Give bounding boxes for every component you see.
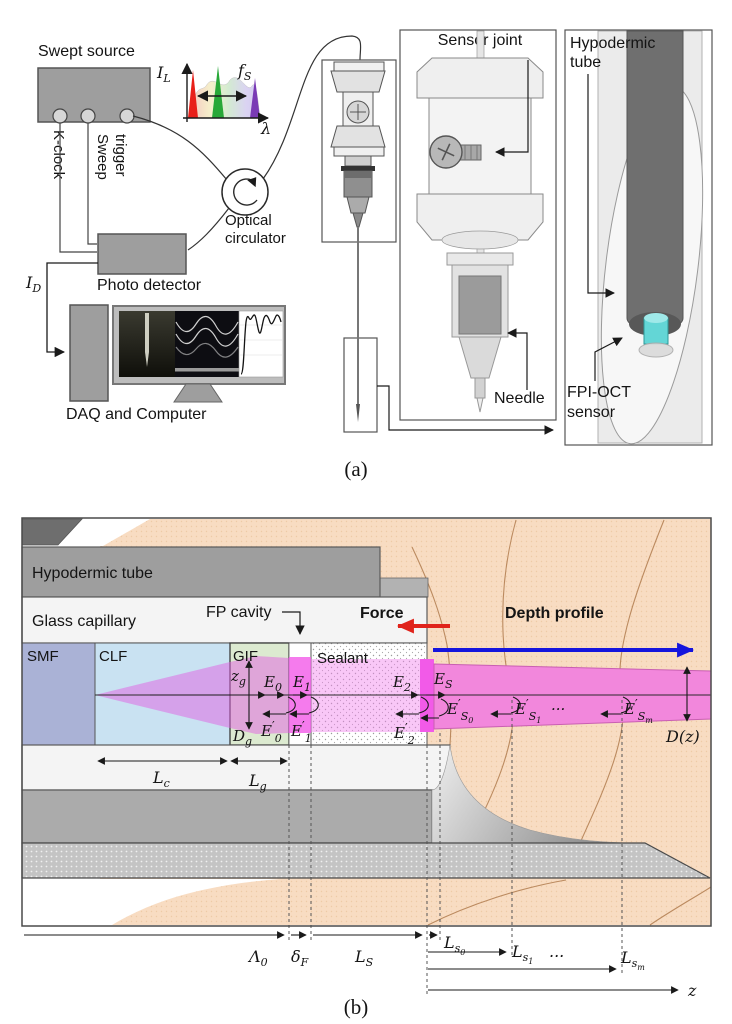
optical-circulator-label-line2: circulator [225, 230, 286, 247]
label-Lc: Lc [152, 768, 170, 790]
label-E0: E0 [263, 673, 282, 694]
k-clock-label: K-clock [50, 130, 67, 180]
sealant-label: Sealant [317, 650, 369, 667]
sweep-trigger-label-line1: Sweep [94, 134, 111, 180]
label-dots-2: ... [549, 942, 564, 961]
glass-capillary-label: Glass capillary [32, 613, 136, 630]
label-E2: E2 [392, 673, 411, 694]
label-ES0p: E′S0 [446, 697, 473, 725]
sweep-trigger-label-line2: trigger [112, 134, 129, 177]
hypodermic-band [21, 546, 381, 598]
label-fS: fS [237, 61, 252, 83]
needle-wall-band [21, 842, 711, 879]
swept-source-ports [52, 108, 135, 124]
monitor [112, 305, 286, 403]
label-E2p: E′2 [393, 721, 415, 747]
swept-source-label: Swept source [38, 43, 135, 60]
screw-pointer [495, 60, 529, 157]
glass-capillary-band-bottom [21, 744, 451, 791]
monitor-stand [173, 383, 223, 403]
label-Dg: Dg [232, 727, 252, 748]
inner-tube [626, 30, 684, 330]
beam-tissue [433, 663, 712, 730]
daq-label: DAQ and Computer [66, 406, 207, 423]
hypodermic-tube-label: Hypodermic tube [32, 565, 153, 582]
clf-label: CLF [99, 648, 127, 665]
label-Lambda0: Λ0 [247, 947, 268, 969]
needle-pointer [507, 328, 528, 390]
smf-label: SMF [27, 648, 59, 665]
panel-b-border [21, 517, 712, 927]
hypodermic-drawing [597, 30, 704, 445]
hypodermic-label-line2: tube [570, 54, 601, 71]
purple-peak [250, 78, 260, 118]
tube-pointer [587, 74, 615, 298]
caption-b: (b) [344, 995, 369, 1019]
photo-detector-box [97, 233, 187, 275]
needle-label: Needle [494, 390, 545, 407]
optical-circulator-label-line1: Optical [225, 212, 272, 229]
hypodermic-band-bottom [21, 789, 433, 844]
part-b: Hypodermic tube Glass capillary FP cavit… [21, 517, 712, 1019]
label-E0p: E′0 [260, 719, 282, 745]
label-zg: zg [230, 667, 246, 688]
optical-circulator-icon [221, 168, 269, 216]
fp-cavity-label: FP cavity [206, 604, 272, 621]
reference-dashed-lines [288, 700, 623, 995]
spectrum-icon [181, 62, 270, 124]
label-z: z [687, 981, 697, 1000]
detector-signal-wire [46, 262, 98, 358]
label-Ls0: Ls0 [443, 933, 465, 957]
label-Lg: Lg [248, 771, 267, 793]
label-ES: ES [433, 670, 453, 691]
label-Lsm: Lsm [620, 948, 645, 972]
bevel-shadow [431, 744, 646, 844]
red-peak [188, 70, 198, 118]
fpi-label-line2: sensor [567, 404, 616, 421]
gap-bottom-left [22, 879, 280, 925]
label-Dz: D(z) [665, 727, 700, 746]
caption-a: (a) [344, 457, 367, 481]
tube-step [377, 577, 429, 598]
sensor-joint-drawing [416, 30, 544, 413]
fiber-circulator-to-device [262, 35, 362, 180]
dimension-arrows [24, 660, 691, 994]
photo-detector-label: Photo detector [97, 277, 202, 294]
fiber-source-to-circulator [132, 115, 228, 181]
label-lambda: λ [260, 119, 271, 138]
label-IL: IL [156, 63, 171, 85]
label-dots: ... [551, 696, 565, 714]
sweep-trigger-wire [87, 123, 97, 245]
label-ES1p: E′S1 [514, 697, 541, 725]
label-E1: E1 [292, 673, 311, 694]
daq-box [69, 304, 109, 402]
label-E1p: E′1 [290, 719, 312, 745]
part-a: Swept source K-clock Sweep trigger IL fS… [25, 29, 713, 481]
label-deltaF: δF [291, 947, 309, 969]
label-ESmp: E′Sm [623, 697, 653, 725]
label-ID: ID [25, 273, 41, 295]
k-clock-wire [59, 123, 97, 253]
force-label: Force [360, 605, 404, 622]
glass-capillary-band [21, 596, 428, 644]
gif-label: GIF [233, 648, 258, 665]
label-Ls1: Ls1 [511, 942, 533, 966]
fpi-pointer [594, 337, 623, 381]
sealant-section [310, 642, 428, 746]
needle-tip [356, 404, 360, 422]
hypodermic-label-line1: Hypodermic [570, 35, 655, 52]
label-LS: LS [354, 947, 374, 969]
needle-tip-frame [343, 337, 378, 433]
depth-profile-label: Depth profile [505, 605, 604, 622]
fp-cavity-pointer [282, 611, 305, 635]
fpi-label-line1: FPI-OCT [567, 384, 631, 401]
tip-zoom-leader [377, 385, 554, 435]
needle-device [330, 61, 386, 228]
fiber-circulator-to-detector [187, 207, 230, 251]
